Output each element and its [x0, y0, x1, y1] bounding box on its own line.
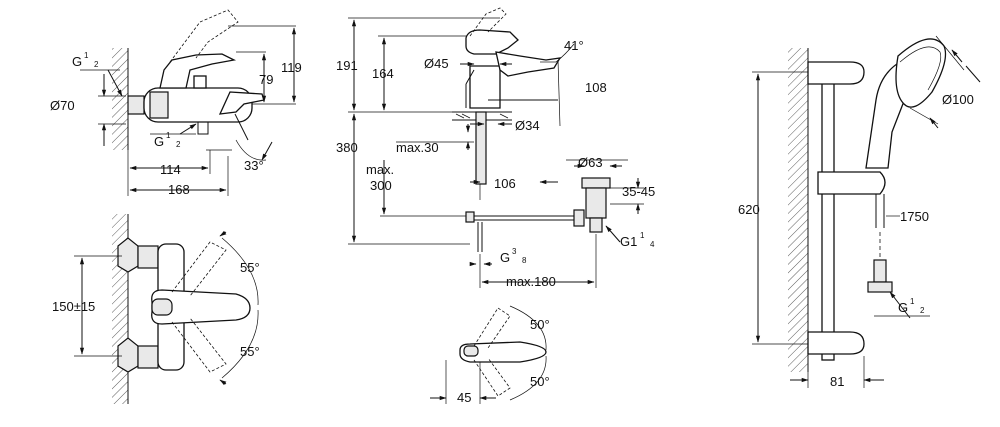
basin-mixer-top-view: 50° 50° 45 — [430, 305, 550, 405]
range-35-45-label: 35-45 — [622, 184, 655, 199]
angle-55-top-label: 55° — [240, 260, 260, 275]
waste-outlet — [589, 217, 603, 233]
shower-set: Ø100 620 1750 G 1 2 81 — [738, 35, 981, 389]
max-180-label: max.180 — [506, 274, 556, 289]
diameter-70-label: Ø70 — [50, 98, 75, 113]
lever-top — [151, 289, 251, 325]
g-half-bottom-num: 1 — [166, 131, 171, 140]
g-half-bottom-den: 2 — [176, 140, 181, 149]
angle-55-bottom-label: 55° — [240, 344, 260, 359]
lever-cap — [151, 298, 173, 316]
wall-hatch-shower — [788, 48, 808, 372]
height-191-label: 191 — [336, 58, 358, 73]
basin-lever-cap-top — [463, 345, 479, 357]
g-half-top-base: G — [72, 54, 82, 69]
g-38-base: G — [500, 250, 510, 265]
connector-bottom — [117, 337, 139, 373]
g-half-top-num: 1 — [84, 51, 89, 60]
waste-63-label: Ø63 — [578, 155, 603, 170]
width-114-label: 114 — [160, 162, 181, 177]
g-38-num: 3 — [512, 247, 517, 256]
angle-50-bottom-label: 50° — [530, 374, 550, 389]
mounting-shank — [475, 111, 487, 185]
lever-handle — [159, 53, 237, 89]
hose-nut — [867, 281, 893, 293]
nut-bottom — [137, 345, 159, 369]
height-119-label: 119 — [281, 60, 302, 75]
max-30-label: max.30 — [396, 140, 439, 155]
height-79-label: 79 — [259, 72, 273, 87]
wall-hatch — [112, 48, 128, 150]
g-half-num: 1 — [910, 297, 915, 306]
bath-mixer-side-view: 119 79 Ø70 G 1 2 G 1 2 114 168 33° — [50, 9, 302, 197]
g-38-den: 8 — [522, 256, 527, 265]
bath-mixer-top-view: 55° 55° 150±15 — [52, 214, 260, 404]
wall-81-label: 81 — [830, 374, 844, 389]
waste-nut — [573, 209, 585, 227]
height-164-label: 164 — [372, 66, 394, 81]
g1-quarter-base: G1 — [620, 234, 637, 249]
angle-50-top-label: 50° — [530, 317, 550, 332]
projection-108-label: 108 — [585, 80, 607, 95]
diverter-knob — [193, 75, 207, 89]
shower-head — [895, 38, 947, 108]
waste-body — [585, 187, 607, 219]
nut-top — [137, 245, 159, 269]
height-620-label: 620 — [738, 202, 760, 217]
width-45-label: 45 — [457, 390, 471, 405]
basin-lever-top — [459, 341, 547, 363]
g-half-base: G — [898, 300, 908, 315]
rail-bracket-top — [807, 61, 865, 85]
basin-spout — [495, 51, 562, 77]
shower-rail — [821, 75, 835, 361]
angle-33-label: 33° — [244, 158, 264, 173]
g-half-top-den: 2 — [94, 60, 99, 69]
width-168-label: 168 — [168, 182, 190, 197]
angle-41-label: 41° — [564, 38, 584, 53]
g-half-bottom-base: G — [154, 134, 164, 149]
diameter-100-label: Ø100 — [942, 92, 974, 107]
basin-mixer-body — [469, 65, 501, 109]
connector-top — [117, 237, 139, 273]
max-300-label: 300 — [370, 178, 392, 193]
rail-bracket-bottom — [807, 331, 865, 355]
waste-flange — [581, 177, 611, 189]
g-half-den: 2 — [920, 306, 925, 315]
angle-valve — [465, 211, 475, 223]
hose-1750-label: 1750 — [900, 209, 929, 224]
g1-quarter-num: 1 — [640, 231, 645, 240]
basin-lever — [465, 29, 519, 55]
wall-connector — [127, 95, 145, 115]
hole-34-label: Ø34 — [515, 118, 540, 133]
diameter-45-label: Ø45 — [424, 56, 449, 71]
max-label: max. — [366, 162, 394, 177]
body-nut — [149, 91, 169, 119]
slider-holder — [817, 171, 886, 195]
height-380-label: 380 — [336, 140, 358, 155]
hose-connector — [873, 259, 887, 283]
basin-mixer-side-view: 191 164 380 max. 300 Ø45 41° — [336, 7, 655, 289]
g1-quarter-den: 4 — [650, 240, 655, 249]
centers-150-label: 150±15 — [52, 299, 95, 314]
offset-106-label: 106 — [494, 176, 516, 191]
